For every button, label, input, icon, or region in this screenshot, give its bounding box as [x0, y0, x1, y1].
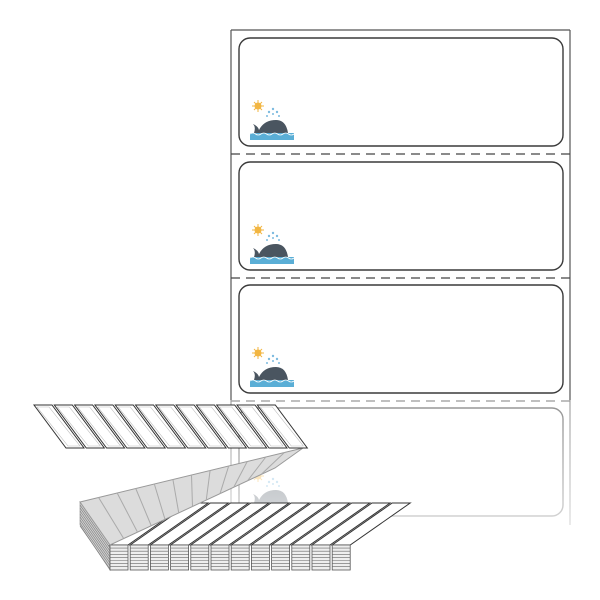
- fanfold-strip: [175, 404, 228, 449]
- fanfold-strip: [33, 404, 85, 449]
- fanfold-strip: [154, 404, 207, 449]
- fanfold-strip: [93, 404, 146, 449]
- fanfold-strip: [73, 404, 126, 449]
- fanfold-strip: [134, 404, 187, 449]
- fanfold-strip: [256, 404, 309, 449]
- fanfold-strip: [215, 404, 268, 449]
- label-outline: [238, 284, 564, 394]
- fanfold-stack: [33, 404, 412, 571]
- label-3: [231, 284, 570, 402]
- fanfold-strip: [114, 404, 167, 449]
- label-1: [231, 37, 570, 155]
- fanfold-strip: [195, 404, 248, 449]
- label-outline: [238, 161, 564, 271]
- fanfold-strip: [53, 404, 106, 449]
- label-outline: [238, 37, 564, 147]
- fanfold-strip: [236, 404, 288, 449]
- label-2: [231, 161, 570, 279]
